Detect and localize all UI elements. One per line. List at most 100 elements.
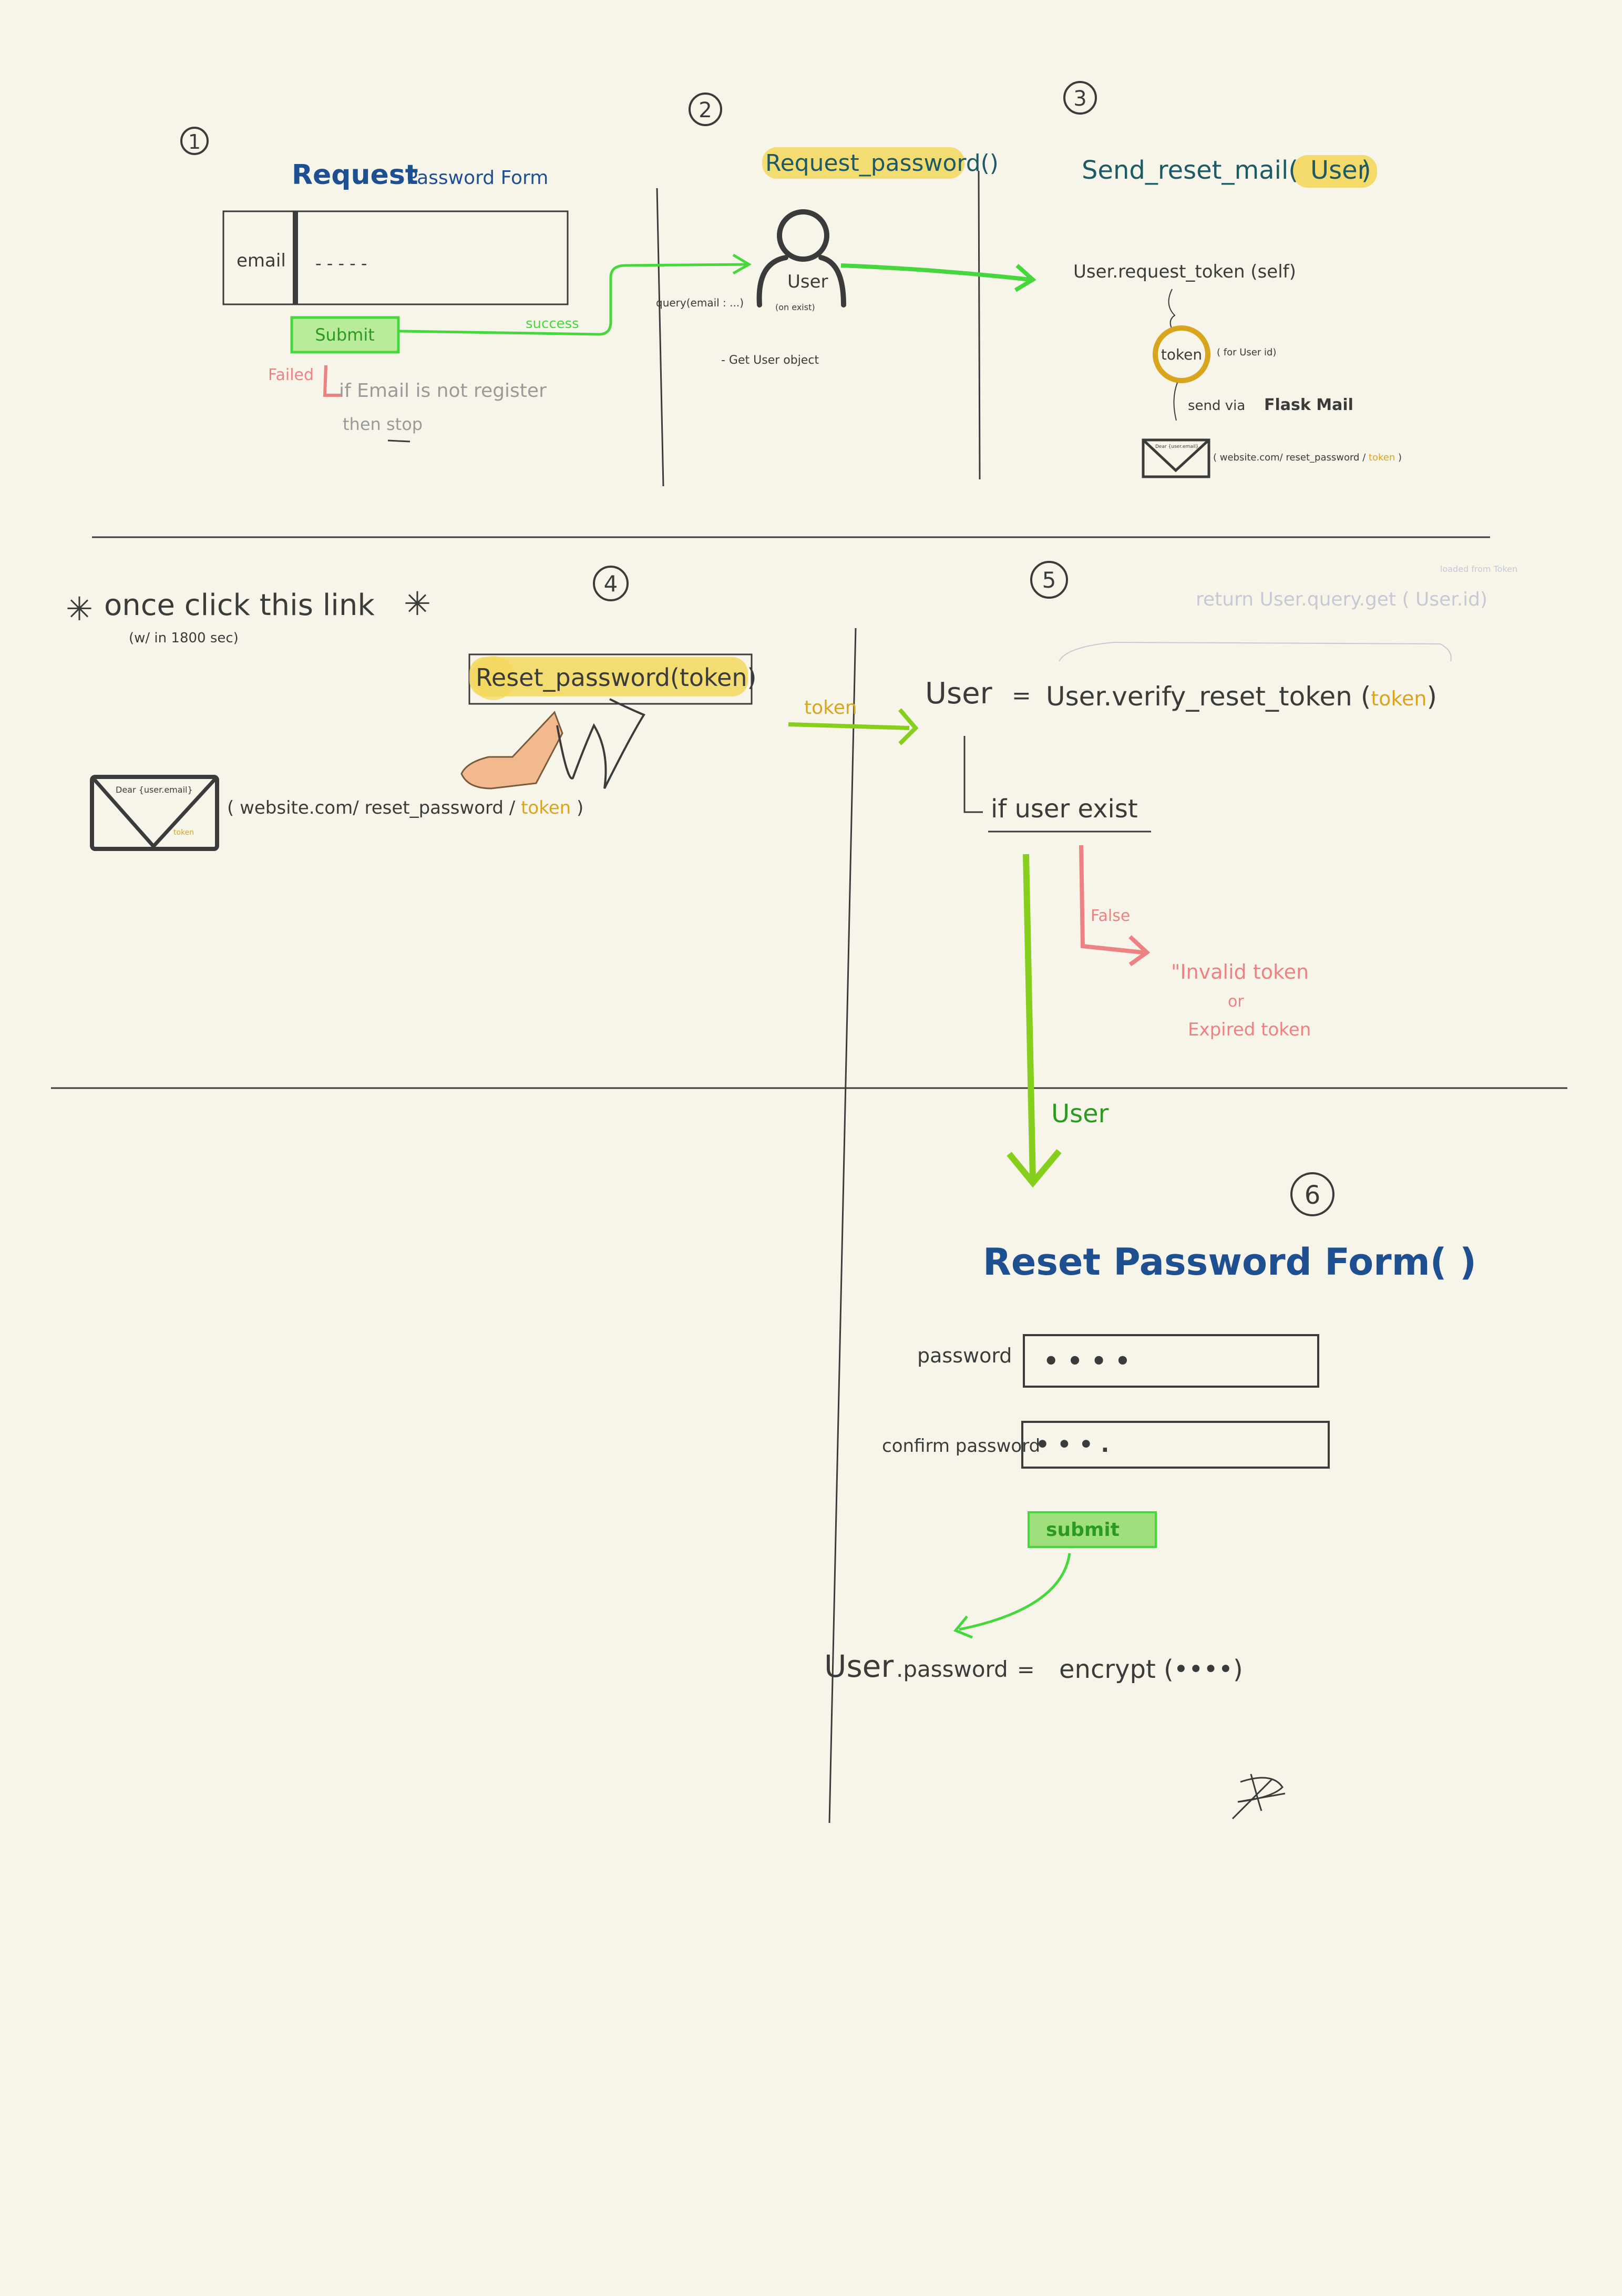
password-field[interactable]: [1023, 1334, 1319, 1388]
request-password-title: Request_password(): [765, 150, 999, 177]
for-user-id-note: ( for User id): [1217, 347, 1276, 358]
assign-rhs: encrypt (••••): [1059, 1655, 1243, 1684]
submit-button[interactable]: [290, 316, 400, 354]
faint-note: loaded from Token: [1440, 564, 1517, 574]
false-arrow: [1079, 845, 1144, 955]
user-arrow: [1023, 854, 1036, 1181]
invalid-token-line2: or: [1228, 992, 1244, 1011]
request-form-title-rest: Password Form: [406, 167, 548, 189]
user-label: User: [787, 271, 828, 292]
verify-call-suffix: ): [1427, 681, 1438, 712]
user-icon: [756, 209, 846, 308]
envelope-icon: [90, 775, 219, 851]
token-arrowhead: [898, 708, 919, 745]
token-label: token: [1161, 346, 1202, 363]
step-3-badge: 3: [1063, 81, 1097, 115]
submit-to-assign-arrowhead: [953, 1615, 973, 1639]
confirm-password-field[interactable]: [1021, 1421, 1330, 1469]
highlight: [469, 657, 748, 696]
get-user-label: - Get User object: [721, 354, 819, 367]
confirm-password-label: confirm password: [882, 1436, 1040, 1457]
step-number: 6: [1305, 1181, 1321, 1210]
reset-link-suffix: ): [1395, 452, 1402, 463]
send-reset-mail-title: Send_reset_mail(: [1082, 156, 1298, 185]
envelope-recipient: Dear {user.email}: [1155, 444, 1198, 449]
verify-equals: =: [1012, 682, 1031, 709]
user-to-mail-arrow: [840, 263, 1031, 282]
highlight: [471, 656, 515, 700]
verify-call-token: token: [1371, 687, 1426, 710]
divider-vertical-long: [828, 628, 857, 1823]
send-reset-mail-close: ): [1361, 156, 1371, 185]
verify-user-var: User: [925, 676, 993, 711]
if-connector: [963, 736, 983, 813]
envelope-recipient: Dear {user.email}: [116, 785, 193, 795]
reset-link-prefix: ( website.com/ reset_password /: [1213, 452, 1369, 463]
once-click-label: once click this link: [104, 588, 375, 622]
submit-to-assign-arrow: [959, 1553, 1071, 1631]
send-reset-mail-user: User: [1310, 156, 1368, 185]
token-arrow: [788, 722, 910, 730]
star-right: ✳: [404, 585, 431, 623]
request-form-title-bold: Request: [292, 159, 418, 191]
failed-arrow: [323, 365, 342, 397]
envelope-token: token: [173, 828, 194, 837]
step-number: 1: [188, 130, 201, 153]
step-number: 5: [1042, 567, 1056, 593]
stop-underline: [387, 439, 410, 443]
reset-password-call: Reset_password(token): [476, 663, 756, 692]
failed-label: Failed: [268, 366, 314, 384]
submit-button[interactable]: [1028, 1511, 1157, 1548]
step-2-badge: 2: [689, 93, 722, 126]
request-token-connector: [1168, 289, 1176, 332]
fail-condition-line1: if Email is not register: [339, 380, 547, 402]
send-via-connector: [1173, 382, 1178, 421]
user-exist-note: (on exist): [775, 302, 815, 312]
password-value: • • • •: [1043, 1347, 1131, 1375]
reset-link-token: token: [1369, 452, 1395, 463]
success-arrowhead: [732, 253, 752, 275]
assign-user: User: [824, 1648, 894, 1684]
email-value: - - - - -: [315, 253, 367, 273]
envelope-icon: [1142, 438, 1210, 478]
faint-return-line: return User.query.get ( User.id): [1196, 589, 1487, 610]
step-4-badge: 4: [593, 566, 629, 601]
divider-vertical-s2-right: [978, 170, 981, 480]
fail-condition-line2: then stop: [343, 414, 423, 434]
false-label: False: [1091, 907, 1130, 925]
expiry-note: (w/ in 1800 sec): [129, 630, 239, 646]
user-arrow-label: User: [1051, 1099, 1109, 1129]
highlight: [1293, 155, 1377, 188]
divider-vertical-s2-left: [656, 188, 664, 487]
success-label: success: [526, 316, 579, 332]
reset-link-prefix: ( website.com/ reset_password /: [227, 797, 521, 818]
step-1-badge: 1: [180, 127, 209, 155]
send-via-label: send via: [1188, 398, 1245, 414]
flask-mail-label: Flask Mail: [1264, 396, 1353, 414]
email-label: email: [237, 250, 286, 271]
token-circle: [1153, 325, 1210, 383]
false-arrowhead: [1128, 935, 1151, 967]
invalid-token-line1: "Invalid token: [1171, 960, 1309, 983]
success-arrow: [399, 263, 747, 336]
submit-button-label: submit: [1046, 1519, 1120, 1541]
user-arrowhead: [1007, 1149, 1062, 1188]
verify-call-prefix: User.verify_reset_token (: [1046, 681, 1371, 712]
reset-link: ( website.com/ reset_password / token ): [1213, 452, 1402, 463]
password-label: password: [917, 1344, 1012, 1367]
assign-equals: =: [1017, 1658, 1035, 1682]
highlight: [762, 147, 964, 179]
user-to-mail-arrowhead: [1014, 264, 1036, 292]
email-field[interactable]: [222, 210, 569, 305]
request-token-call: User.request_token (self): [1073, 261, 1296, 282]
submit-button-label: Submit: [315, 325, 375, 345]
reset-link-token: token: [521, 797, 571, 818]
if-user-exist-label: if user exist: [991, 794, 1138, 824]
invalid-token-line3: Expired token: [1188, 1019, 1311, 1040]
star-left: ✳: [66, 590, 93, 628]
signature-scribble: [1231, 1774, 1286, 1820]
assign-attr: .password: [896, 1656, 1008, 1682]
token-arrow-label: token: [804, 697, 857, 719]
